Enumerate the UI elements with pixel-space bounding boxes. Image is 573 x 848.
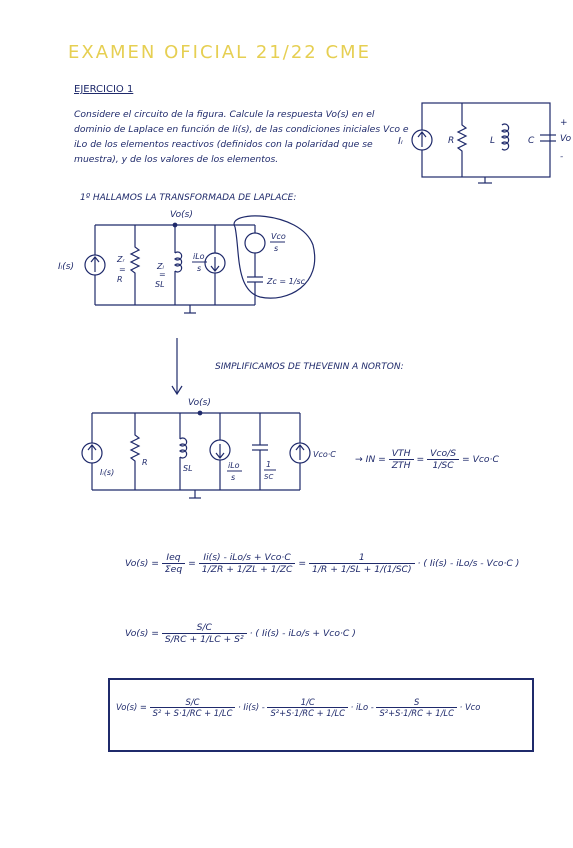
vc-den: s — [274, 244, 278, 253]
plus-label: + — [560, 118, 568, 128]
vc-num: Vco — [271, 232, 286, 241]
node-label: Vo(s) — [170, 210, 193, 220]
zl-eq: = — [159, 270, 166, 279]
zr-label: Zᵣ — [116, 255, 125, 264]
circuit-norton: Vo(s) Iᵢ(s) R SL iLo s 1 SC Vco·C — [81, 398, 336, 499]
il-num: iLo — [228, 461, 240, 470]
il-den: s — [231, 473, 235, 482]
minus-label: - — [560, 152, 563, 162]
r-label: R — [142, 458, 148, 467]
l-label: L — [490, 136, 495, 146]
final-result-box — [108, 678, 534, 752]
il-num: iLo — [193, 252, 205, 261]
page-title: EXAMEN OFICIAL 21/22 CME — [68, 42, 371, 63]
vo-label: Vo — [560, 134, 572, 144]
zr-value: R — [117, 275, 123, 284]
arrow-down-icon — [171, 338, 183, 396]
node-label: Vo(s) — [188, 398, 211, 408]
c-label: C — [528, 136, 535, 146]
vsrc-label: Vco·C — [313, 450, 336, 459]
zl-value: SL — [155, 280, 165, 289]
source-label: Iᵢ(s) — [58, 262, 74, 272]
l-label: SL — [183, 464, 193, 473]
source-label: Iᵢ — [398, 136, 403, 147]
zl-label: Zₗ — [156, 262, 164, 271]
r-label: R — [448, 136, 454, 146]
circuit-laplace: Vo(s) Iᵢ(s) Zᵣ = R Zₗ = SL iLo s Vco s Z… — [58, 210, 316, 314]
zc-label: Zc = 1/sc — [266, 277, 306, 286]
problem-statement: Considere el circuito de la figura. Calc… — [74, 109, 409, 165]
source-label: Iᵢ(s) — [100, 468, 114, 477]
c-den: SC — [264, 473, 273, 481]
step2-label: SIMPLIFICAMOS DE THEVENIN A NORTON: — [215, 362, 404, 372]
il-den: s — [197, 264, 201, 273]
c-num: 1 — [266, 460, 271, 469]
circuit-original: Iᵢ R L C Vo + - — [398, 102, 572, 184]
zr-eq: = — [119, 265, 126, 274]
step1-label: 1º HALLAMOS LA TRANSFORMADA DE LAPLACE: — [80, 193, 297, 203]
exercise-heading: EJERCICIO 1 — [74, 84, 134, 95]
